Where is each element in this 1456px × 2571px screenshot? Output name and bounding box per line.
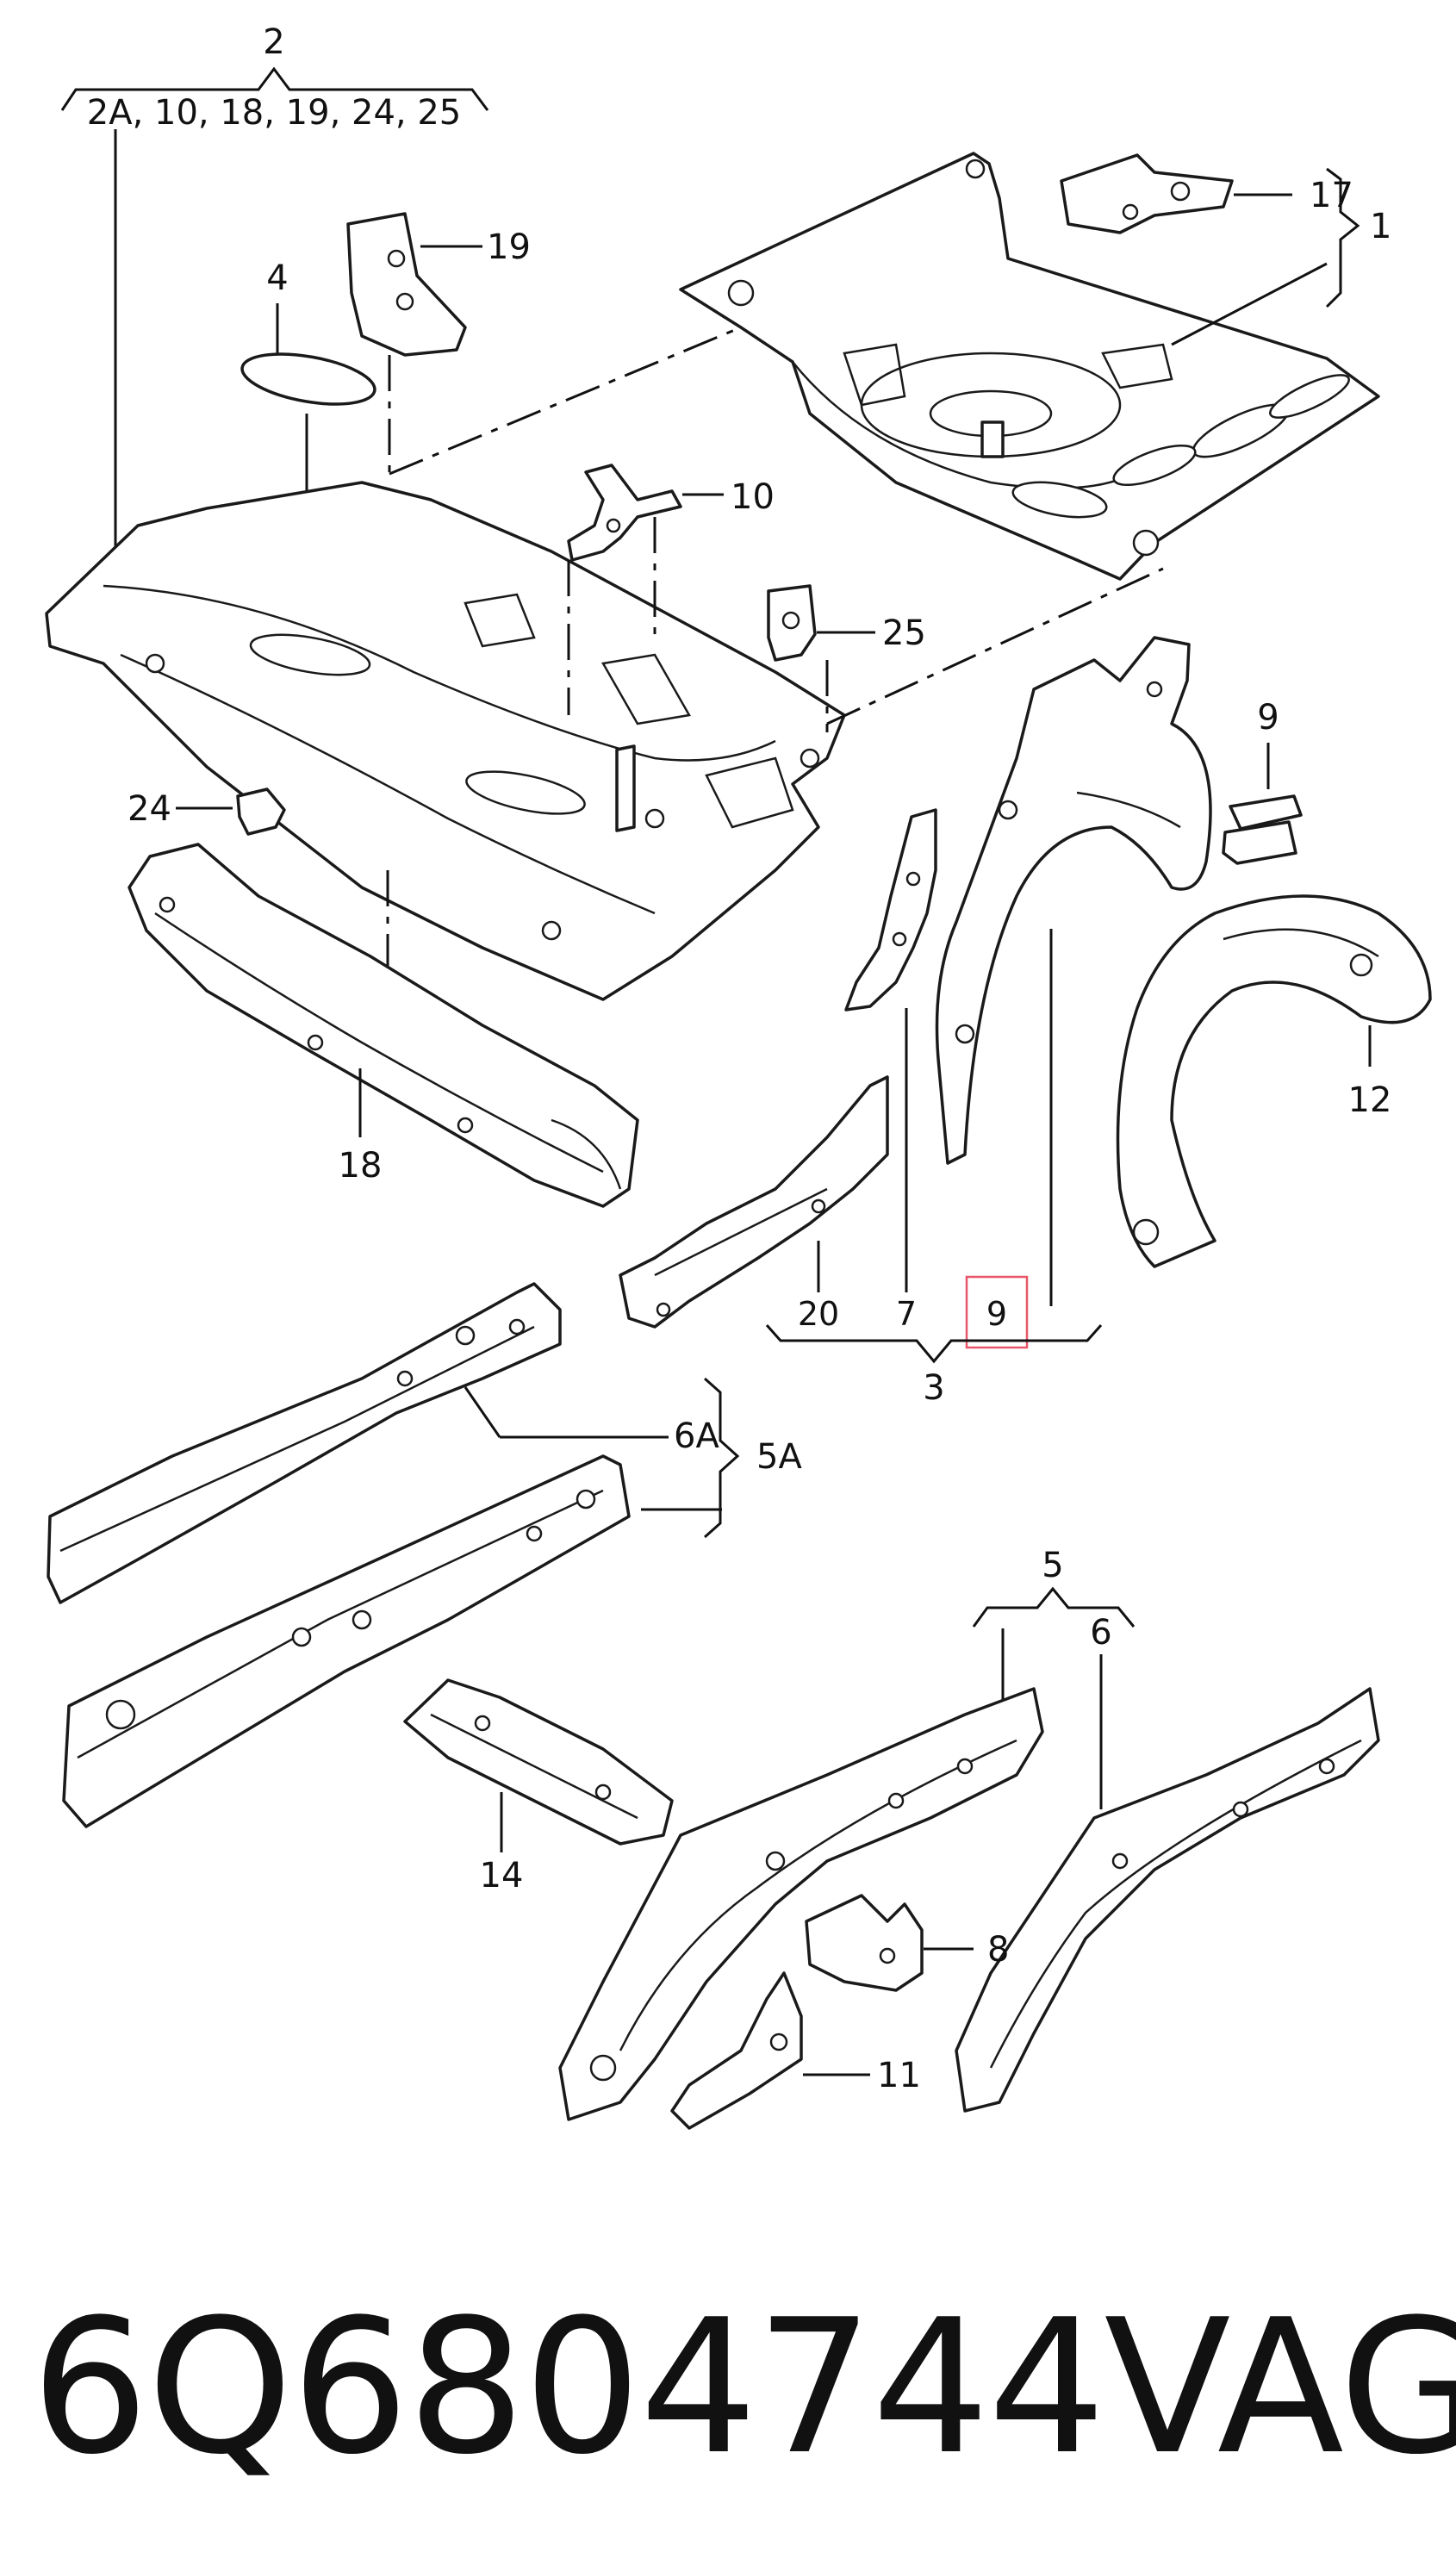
part-11-bracket — [670, 1971, 870, 2130]
callout-25: 25 — [882, 613, 926, 653]
part-7-pillar — [844, 808, 937, 1012]
callout-10: 10 — [731, 477, 775, 517]
callout-19: 19 — [487, 227, 531, 267]
part-number: 6Q6804744 — [31, 2278, 1106, 2495]
callout-17: 17 — [1310, 176, 1353, 215]
callout-7: 7 — [896, 1295, 917, 1333]
part-10-bracket — [567, 464, 724, 562]
callout-24: 24 — [128, 789, 171, 829]
part-14-crossmember — [403, 1678, 674, 1846]
part-9-wheelhouse — [935, 636, 1212, 1165]
callout-12: 12 — [1348, 1080, 1392, 1120]
bracket-1 — [1325, 167, 1360, 308]
callout-8: 8 — [987, 1930, 1009, 1970]
callout-6: 6 — [1090, 1613, 1111, 1653]
part-8-bracket — [805, 1894, 974, 1992]
part-5A-member — [62, 1454, 631, 1828]
part-4-plug — [240, 352, 376, 406]
highlight-box — [965, 1275, 1029, 1349]
rear-floor-pan — [679, 152, 1380, 581]
callout-5: 5 — [1042, 1546, 1063, 1585]
callout-20: 20 — [798, 1295, 839, 1333]
part-6A-member — [47, 1282, 562, 1604]
bracket-5A — [704, 1377, 740, 1539]
part-19-bracket — [346, 212, 482, 357]
part-20-reinforcement — [619, 1075, 889, 1329]
part-24-clip — [236, 787, 286, 836]
bracket-2 — [60, 66, 489, 569]
part-9-clip — [1222, 794, 1303, 865]
callout-2: 2 — [263, 22, 284, 62]
callout-18: 18 — [339, 1146, 383, 1186]
bracket-5 — [972, 1586, 1136, 1628]
front-floor-pan — [45, 481, 846, 1001]
callout-4: 4 — [266, 258, 288, 298]
brand-name: VAG — [1104, 2278, 1456, 2495]
part-18-tunnel — [128, 843, 639, 1208]
part-5-side-member — [558, 1687, 1044, 2121]
callout-3: 3 — [923, 1368, 944, 1408]
part-12-wheelhouse-liner — [1116, 894, 1432, 1268]
callout-14: 14 — [480, 1856, 524, 1896]
part-25-bracket — [767, 584, 875, 662]
caption-bar: 6Q6804744 VAG — [31, 2275, 1456, 2499]
callout-6A: 6A — [674, 1416, 719, 1456]
bracket-3 — [765, 1324, 1103, 1364]
callout-1: 1 — [1370, 207, 1391, 246]
callout-9-boxed: 9 — [986, 1295, 1007, 1333]
callout-5A: 5A — [756, 1437, 802, 1477]
callout-9-top: 9 — [1257, 698, 1279, 738]
part-6-side-member — [955, 1687, 1380, 2113]
callout-11: 11 — [877, 2056, 921, 2095]
callout-2-group: 2A, 10, 18, 19, 24, 25 — [87, 93, 461, 133]
part-17-bracket — [1060, 153, 1292, 234]
